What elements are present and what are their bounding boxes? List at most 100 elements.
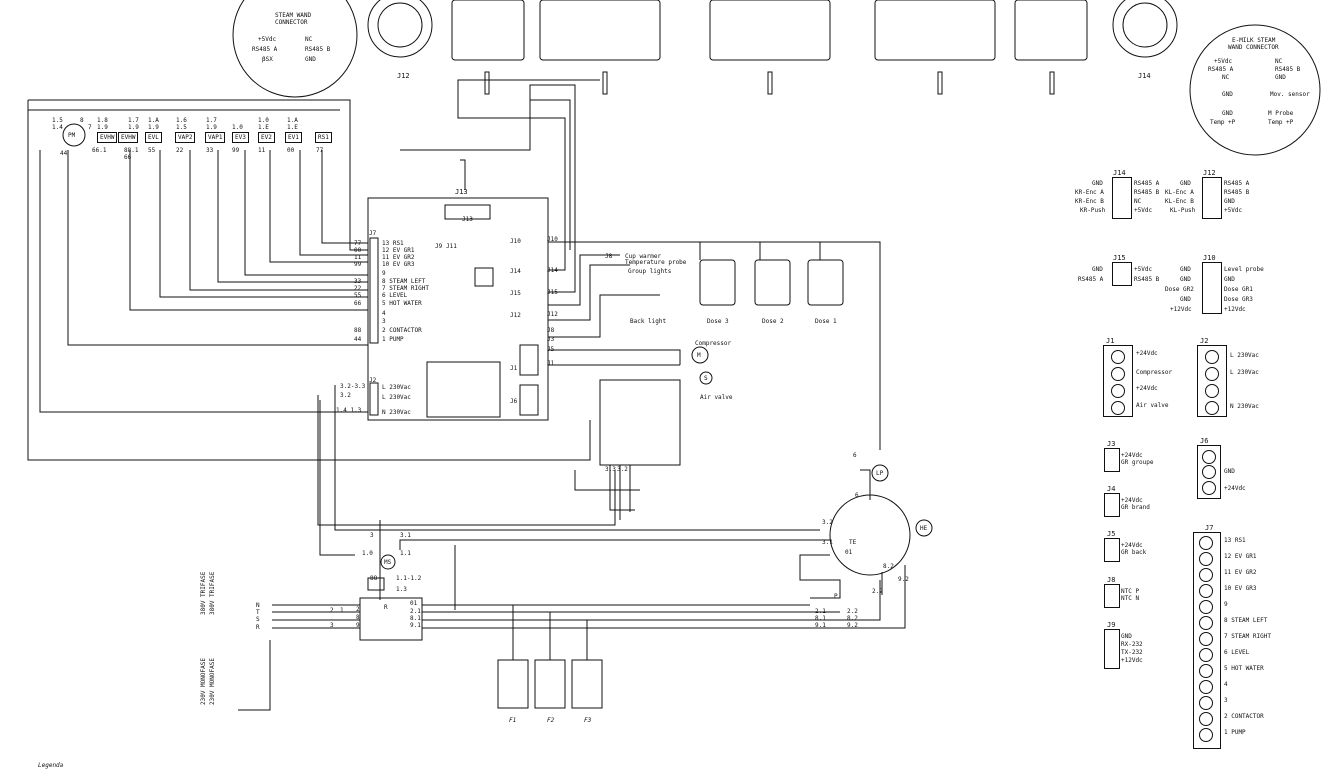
tl-r3-left: βSX [262,56,273,63]
label-j13: J13 [455,188,468,196]
comp-ev1: EV1 [285,132,302,143]
j7-r7-wire: 55 [354,292,362,299]
num-t5: 1.7 [128,117,139,124]
rt-j1-title: J1 [1106,337,1115,345]
j2-r2-wire: 1.4 1.3 [336,407,362,414]
j7-r5-label: 8 STEAM LEFT [382,278,426,285]
num-b55: 55 [148,147,156,154]
rt-j7-1: 12 EV GR1 [1224,553,1257,560]
power-t: T [256,609,260,616]
j7-r11-wire: 88 [354,327,362,334]
j7-r9-label: 4 [382,310,386,317]
j7-r12-label: 1 PUMP [382,336,404,343]
top-panels [367,0,1178,61]
rt-j7-10: 3 [1224,697,1228,704]
power-230v: 230V MONOFASE [200,658,207,705]
comp-vap1: VAP1 [205,132,226,143]
num-t4: 1.9 [97,124,108,131]
wire-3b: 3 [330,622,334,629]
j7-r12-wire: 44 [354,336,362,343]
wire-9.2c: 9.2 [898,576,909,583]
label-j6: J6 [510,398,518,405]
rt-j10-r3: Dose GR3 [1224,296,1253,303]
power-380v-b: 380V TRIFASE [209,571,216,615]
rt-j14-l0: GND [1092,180,1103,187]
label-j10: J10 [510,238,521,245]
rt-j2-1: L 230Vac [1230,369,1259,376]
wire-3: 3 [370,532,374,539]
label-j12-out: J12 [547,311,558,318]
comp-evhw-2: EVHW [118,132,139,143]
rt-j2-title: J2 [1200,337,1209,345]
j7-r1-wire: 00 [354,247,362,254]
rt-j12-conn [1202,177,1222,219]
back-light-label: Back light [630,318,667,325]
tl-r1-right: NC [305,36,313,43]
rt-j9-3: +12Vdc [1121,657,1143,664]
rt-j6-1: GND [1224,468,1235,475]
rt-j8-1: NTC N [1121,595,1140,602]
rt-j14-r2: NC [1134,198,1142,205]
j2-r1-label: L 230Vac [382,394,411,401]
legend-label: Legenda [38,762,64,769]
wire-9.1b: 9.1 [815,622,826,629]
group-lights-label: Group lights [628,268,672,275]
tr-title1: E-MILK STEAM [1232,37,1276,44]
rt-j4-1: GR brand [1121,504,1150,511]
label-j12-top: J12 [397,72,410,80]
label-j13b: J13 [462,216,473,223]
rt-j10-l4: +12Vdc [1170,306,1192,313]
rt-j4-0: +24Vdc [1121,497,1143,504]
rt-j7-6: 7 STEAM RIGHT [1224,633,1271,640]
te-label: TE [849,539,857,546]
rt-j10-l3: GND [1180,296,1191,303]
num-t17: 1.E [287,124,298,131]
rt-j10-r4: +12Vdc [1224,306,1246,313]
num-b99: 99 [232,147,240,154]
num-b77: 77 [316,147,324,154]
rt-j15-r0: +5Vdc [1134,266,1153,273]
wire-9: 9 [356,622,360,629]
num-b881: 88.1 [124,147,139,154]
m-label: M [697,352,701,359]
label-j15: J15 [510,290,521,297]
rt-j9-title: J9 [1107,621,1116,629]
num-t9: 1.6 [176,117,187,124]
wire-3.2: 3.2 [617,466,628,473]
wire-9.2b: 9.2 [847,622,858,629]
rt-j8-0: NTC P [1121,588,1140,595]
rt-j15-l1: RS485 A [1078,276,1104,283]
rt-j7-2: 11 EV GR2 [1224,569,1257,576]
wire-1.3: 1.3 [396,586,407,593]
num-b33: 33 [206,147,214,154]
rt-j2-3: N 230Vac [1230,403,1259,410]
label-j12: J12 [510,312,521,319]
rt-j12-r1: RS485 B [1224,189,1250,196]
r-label: R [384,604,388,611]
num-b22: 22 [176,147,184,154]
j7-r2-wire: 11 [354,254,362,261]
power-230v-b: 230V MONOFASE [209,658,216,705]
f1-label: F1 [509,717,517,724]
label-j11: J11 [446,243,457,250]
num-8: 8 [80,117,84,124]
wire-01: 01 [845,549,853,556]
j2-r0-wire: 3.2-3.3 [340,383,366,390]
label-j14-top: J14 [1138,72,1151,80]
rt-j10-l1: GND [1180,276,1191,283]
j7-r3-label: 10 EV GR3 [382,261,415,268]
wire-8: 8 [356,614,360,621]
j2-r0-label: L 230Vac [382,384,411,391]
rt-j14-l1: KR-Enc A [1075,189,1104,196]
rt-j12-r2: GND [1224,198,1235,205]
rt-j14-l3: KR-Push [1080,207,1106,214]
pm-label: PM [68,132,76,139]
rt-j10-conn [1202,262,1222,314]
num-t2: 1.4 [52,124,63,131]
comp-ev2: EV2 [258,132,275,143]
wire-8.1: 8.1 [410,615,421,622]
rt-j9-2: TX-232 [1121,649,1143,656]
j7-r6-label: 7 STEAM RIGHT [382,285,429,292]
rt-j12-l1: KL-Enc A [1165,189,1194,196]
